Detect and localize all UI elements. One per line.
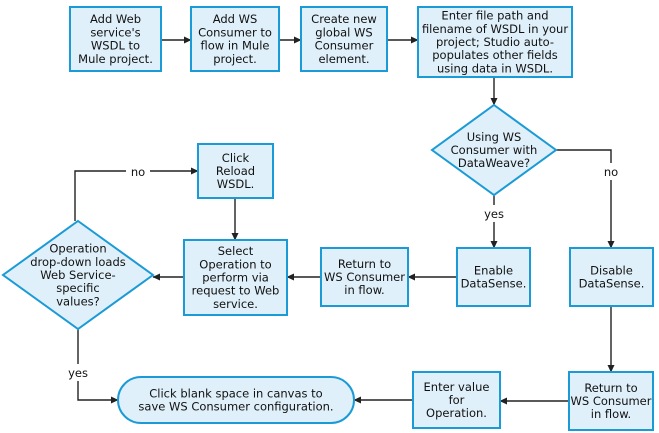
node-text-line: Select <box>218 244 254 258</box>
node-text-line: WSDL. <box>217 177 255 191</box>
node-text-line: WS Consumer <box>324 270 405 284</box>
node-text-line: WSDL to <box>91 39 140 53</box>
node-text-line: for <box>449 393 465 407</box>
node-text-line: Return to <box>584 381 637 395</box>
node-text-line: DataSense. <box>579 277 645 291</box>
node-text-line: populates other fields <box>432 48 558 62</box>
node-text-line: Operation <box>49 242 106 256</box>
decision-diamond <box>1 219 155 331</box>
node-text-line: DataWeave? <box>458 156 530 170</box>
node-text-line: values? <box>56 294 100 308</box>
process-box <box>412 371 501 429</box>
node-text-line: project; Studio auto- <box>436 35 554 49</box>
decision-diamond <box>430 103 558 197</box>
terminal-shape <box>117 376 355 424</box>
node-text-line: Click blank space in canvas to <box>149 386 322 400</box>
node-text-line: Add Web <box>90 12 141 26</box>
node-text-line: Mule project. <box>78 52 153 66</box>
node-text-line: perform via <box>202 271 269 285</box>
node-text-line: Using WS <box>467 130 522 144</box>
process-box <box>300 6 388 72</box>
node-text-line: project. <box>213 52 257 66</box>
process-box <box>183 239 288 316</box>
process-box <box>190 6 280 72</box>
edge-label-no-operation: no <box>131 165 145 179</box>
label-backing <box>482 205 506 222</box>
node-text-line: Enable <box>474 263 513 277</box>
node-text-line: drop-down loads <box>30 255 126 269</box>
label-backing <box>126 163 150 180</box>
process-box <box>569 247 654 307</box>
node-text-line: Enter value <box>424 380 490 394</box>
process-box <box>568 371 654 431</box>
edge-label-no-dataweave: no <box>604 165 618 179</box>
node-text-line: request to Web <box>192 284 280 298</box>
node-text-line: Web Service- <box>40 268 115 282</box>
node-text-line: service's <box>90 25 140 39</box>
node-text-line: Operation. <box>426 406 487 420</box>
node-text-line: in flow. <box>344 283 384 297</box>
node-text-line: WS Consumer <box>571 394 652 408</box>
node-text-line: Create new <box>311 12 377 26</box>
node-text-line: Consumer with <box>451 143 538 157</box>
process-box <box>69 6 162 72</box>
node-text-line: Reload <box>216 164 255 178</box>
node-text-line: using data in WSDL. <box>437 61 553 75</box>
process-box <box>456 247 531 307</box>
connector-arrow <box>77 329 119 404</box>
node-text-line: Enter file path and <box>441 9 548 23</box>
connectors <box>74 36 615 405</box>
edge-label-yes-operation: yes <box>68 366 88 380</box>
process-box <box>197 143 274 199</box>
node-text-line: Click <box>222 151 250 165</box>
process-box <box>417 6 573 78</box>
node-text-line: in flow. <box>591 407 631 421</box>
node-text-line: global WS <box>315 25 372 39</box>
connector-arrow <box>556 149 615 249</box>
edge-label-yes-dataweave: yes <box>484 207 504 221</box>
label-backing <box>66 364 90 381</box>
connector-arrow <box>74 167 199 221</box>
node-text-line: DataSense. <box>461 277 527 291</box>
node-text-line: Return to <box>338 257 391 271</box>
node-text-line: Consumer <box>315 39 374 53</box>
process-box <box>320 247 409 307</box>
node-text-line: service. <box>213 297 258 311</box>
node-text-line: flow in Mule <box>201 39 270 53</box>
node-text-line: Add WS <box>213 12 258 26</box>
node-text-line: filename of WSDL in your <box>422 22 568 36</box>
node-text-line: element. <box>318 52 369 66</box>
node-text-line: specific <box>56 281 99 295</box>
label-backing <box>599 163 623 180</box>
node-text-line: save WS Consumer configuration. <box>138 400 333 414</box>
edge-labels: yes no no yes <box>66 163 623 381</box>
node-text-line: Disable <box>590 263 633 277</box>
node-text-line: Consumer to <box>198 25 272 39</box>
node-text-line: Operation to <box>199 257 271 271</box>
